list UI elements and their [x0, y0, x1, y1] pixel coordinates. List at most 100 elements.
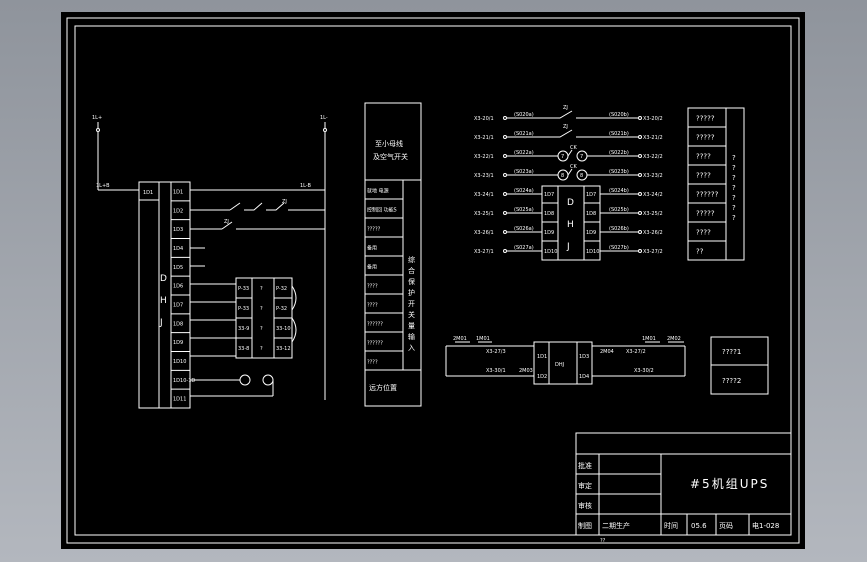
right-legend-row: ???? — [696, 229, 711, 237]
right-right-terminal: X3-20/2 — [643, 116, 663, 122]
bottom-relay-terminal: 1D1 — [537, 354, 547, 360]
aux-right-terminal: 33-10 — [276, 326, 291, 332]
right-legend-side-char: ? — [732, 164, 736, 172]
right-left-cable: (S026a) — [514, 226, 534, 232]
left-relay-terminals: 1D11D21D31D41D51D61D71D81D91D101D10-1D1D… — [171, 189, 195, 403]
title-role: 审定 — [578, 481, 592, 490]
right-legend-side-char: ? — [732, 184, 736, 192]
left-relay-letter: H — [160, 296, 167, 306]
right-left-cable: (S021a) — [514, 131, 534, 137]
right-lamp-num: 7 — [580, 154, 583, 160]
left-relay-terminal: 1D5 — [173, 265, 183, 271]
middle-table-row: 控制回 功能5 — [367, 207, 397, 214]
bottom-relay-terminal: 1D3 — [579, 354, 589, 360]
right-legend-side-char: ? — [732, 194, 736, 202]
bottom-relay-label: DHJ — [555, 362, 564, 368]
right-contact-label: ZJ — [563, 105, 568, 111]
left-relay-terminal: 1D7 — [173, 302, 183, 308]
left-relay-terminal: 1D10-1D — [173, 378, 195, 384]
right-right-cable: (S021b) — [609, 131, 629, 137]
right-relay-right-term: 1D7 — [586, 192, 596, 198]
aux-right-terminal: P-32 — [276, 286, 287, 292]
right-legend-row: ????? — [696, 134, 715, 142]
title-block: 批准 审定 审核 制图 二期生产 #5机组UPS 时间 05.6 页码 电1-0… — [575, 432, 792, 544]
drawing-background — [61, 12, 805, 549]
aux-middle-mark: ? — [260, 326, 263, 332]
right-relay-left-term: 1D10 — [544, 249, 557, 255]
right-lamp-num: 8 — [561, 173, 564, 179]
mini-legend-item: ????2 — [722, 377, 741, 385]
middle-side-char: 保 — [408, 277, 415, 286]
middle-side-char: 合 — [408, 266, 415, 275]
bottom-node-label: X3-30/2 — [634, 368, 654, 374]
drafter-name: 二期生产 — [602, 521, 630, 530]
right-relay-left-term: 1D7 — [544, 192, 554, 198]
middle-side-char: 量 — [408, 322, 415, 330]
left-relay-letter: D — [160, 274, 167, 284]
right-legend-row: ???? — [696, 172, 711, 180]
bottom-node-label: X3-27/2 — [626, 349, 646, 355]
right-left-cable: (S025a) — [514, 207, 534, 213]
right-right-terminal: X3-26/2 — [643, 230, 663, 236]
zj-contact-label-2: ZJ — [224, 219, 229, 225]
aux-left-terminal: 33-9 — [238, 326, 249, 332]
middle-side-char: 护 — [408, 288, 415, 297]
left-relay-terminal: 1D6 — [173, 284, 183, 290]
right-relay-letter: H — [567, 220, 574, 230]
aux-left-terminal: 33-8 — [238, 346, 249, 352]
aux-right-terminal: P-32 — [276, 306, 287, 312]
right-relay-right-term: 1D9 — [586, 230, 596, 236]
right-relay-letter: J — [566, 242, 570, 252]
right-right-terminal: X3-27/2 — [643, 249, 663, 255]
right-legend-side-char: ? — [732, 214, 736, 222]
right-right-cable: (S024b) — [609, 188, 629, 194]
right-left-terminal: X3-26/1 — [474, 230, 494, 236]
bottom-node-label: X3-27/3 — [486, 349, 506, 355]
aux-middle-mark: ? — [260, 346, 263, 352]
right-left-cable: (S027a) — [514, 245, 534, 251]
title-role: 制图 — [578, 521, 592, 530]
right-legend-row: ?? — [696, 248, 704, 256]
right-right-cable: (S026b) — [609, 226, 629, 232]
right-legend-side-char: ? — [732, 174, 736, 182]
right-right-cable: (S027b) — [609, 245, 629, 251]
middle-table-row: ?????? — [367, 322, 383, 328]
left-relay-letter: J — [159, 318, 163, 328]
right-contact-label: CK — [570, 164, 577, 170]
left-relay-terminal: 1D3 — [173, 227, 183, 233]
left-relay-terminal: 1D1 — [173, 189, 183, 195]
right-left-terminal: X3-25/1 — [474, 211, 494, 217]
right-right-cable: (S022b) — [609, 150, 629, 156]
outer-frame — [66, 17, 800, 544]
right-legend-side: ??????? — [732, 154, 736, 222]
right-relay-left-term: 1D9 — [544, 230, 554, 236]
right-lamp-num: 8 — [580, 173, 583, 179]
bottom-node-label: X3-30/1 — [486, 368, 506, 374]
middle-table-row: 就地 电源 — [367, 188, 389, 195]
middle-table-row: 备用 — [367, 264, 377, 271]
right-legend-row: ????? — [696, 115, 715, 123]
right-right-terminal: X3-24/2 — [643, 192, 663, 198]
middle-table-row: ???? — [367, 284, 378, 290]
aux-middle-mark: ? — [260, 286, 263, 292]
inner-frame — [74, 25, 792, 536]
aux-left-terminal: P-33 — [238, 306, 249, 312]
bottom-relay-terminal: 1D2 — [537, 374, 547, 380]
left-relay-terminal: 1D8 — [173, 321, 183, 327]
middle-table-row: ????? — [367, 227, 381, 233]
right-right-terminal: X3-23/2 — [643, 173, 663, 179]
below-title-block: ?? — [600, 538, 606, 544]
middle-table-row: ???? — [367, 303, 378, 309]
right-relay-right-term: 1D8 — [586, 211, 596, 217]
middle-side-char: 开 — [408, 300, 415, 308]
middle-table-row: ???? — [367, 360, 378, 366]
right-rail-label: 1L- — [320, 115, 328, 121]
left-relay-terminal: 1D4 — [173, 246, 183, 252]
bottom-top-label: 2M02 — [667, 336, 681, 342]
right-right-terminal: X3-22/2 — [643, 154, 663, 160]
drawing-title: #5机组UPS — [690, 477, 769, 491]
time-label: 时间 — [664, 521, 678, 530]
